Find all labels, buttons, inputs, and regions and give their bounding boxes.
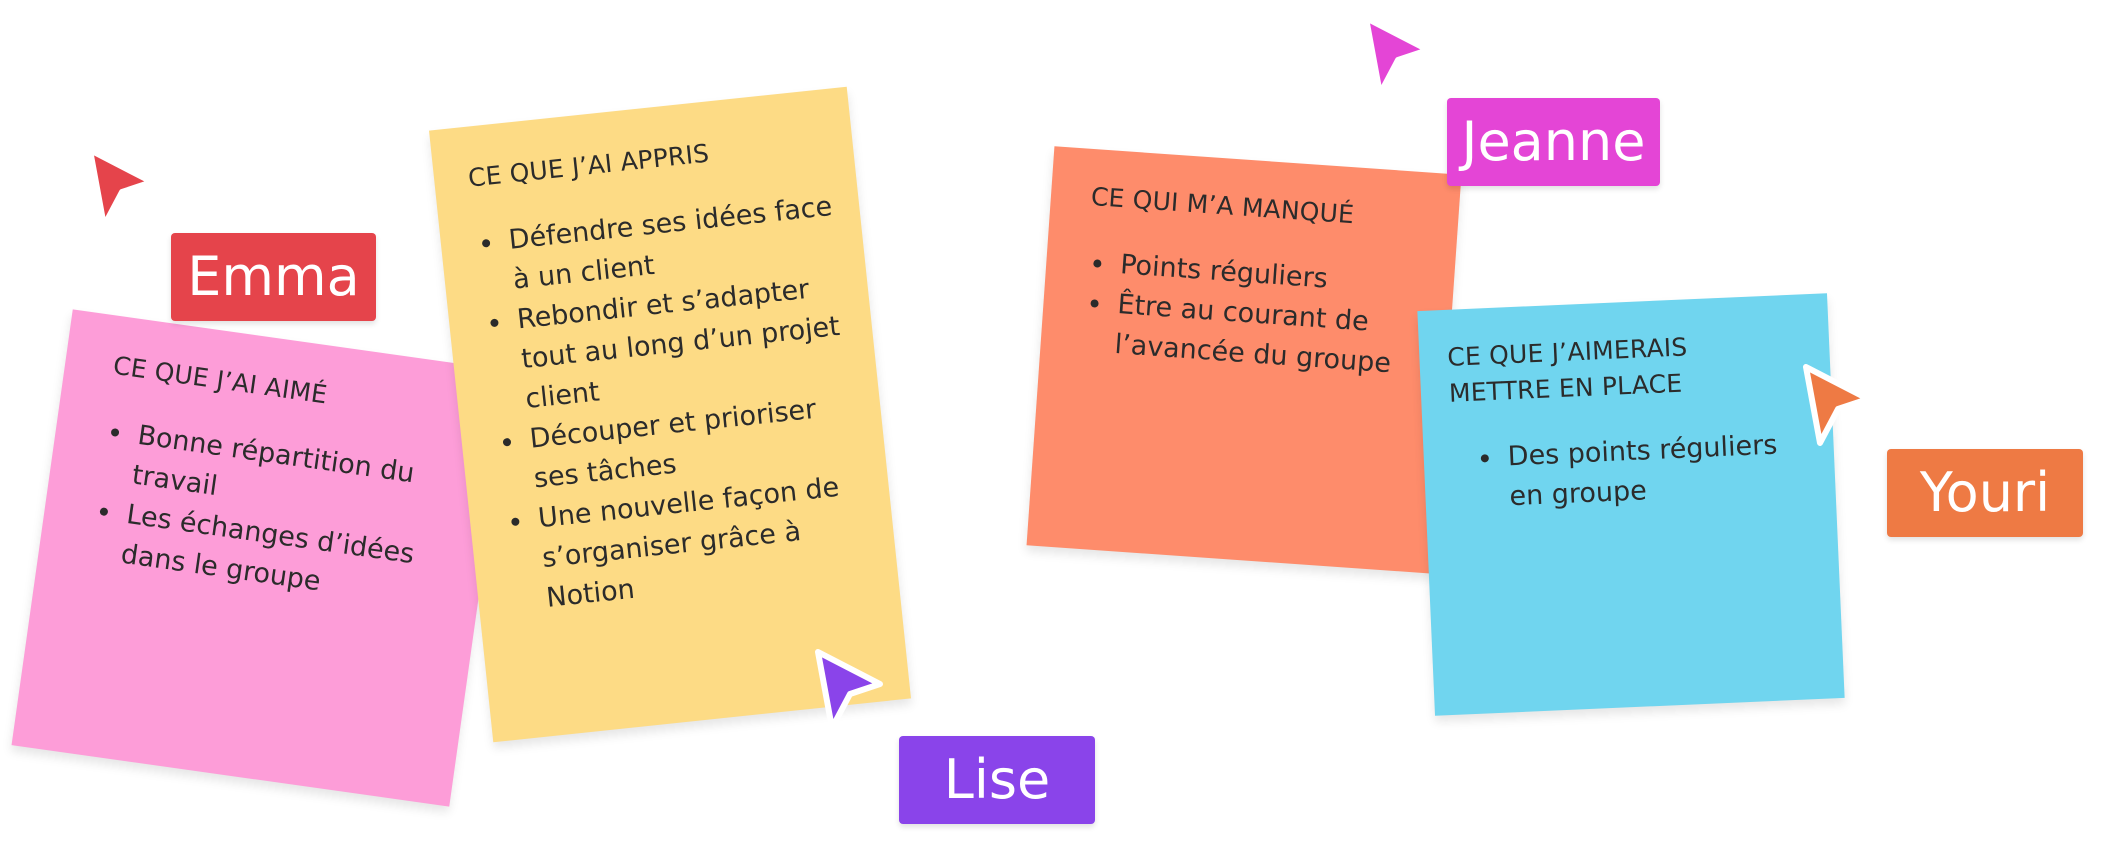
sticky-note-title: CE QUI M’A MANQUÉ — [1090, 181, 1356, 230]
pointer-cursor-icon — [1363, 15, 1431, 97]
collaborator-name-youri: Youri — [1887, 449, 2083, 537]
sticky-note-missed[interactable]: CE QUI M’A MANQUÉ Points réguliers Être … — [1026, 146, 1462, 574]
list-item: Des points réguliers en groupe — [1503, 424, 1812, 517]
collaborator-name-lise: Lise — [899, 736, 1095, 824]
sticky-note-list: Bonne répartition du travail Les échange… — [85, 411, 472, 621]
collaborator-name-jeanne: Jeanne — [1447, 98, 1660, 186]
collaborator-name-emma: Emma — [171, 233, 376, 321]
pointer-cursor-icon — [815, 649, 883, 731]
sticky-note-title: CE QUE J’AI APPRIS — [466, 138, 711, 193]
sticky-note-to-implement[interactable]: CE QUE J’AIMERAIS METTRE EN PLACE Des po… — [1417, 293, 1845, 716]
pointer-cursor-icon — [87, 147, 155, 229]
sticky-note-title: CE QUE J’AIMERAIS METTRE EN PLACE — [1446, 332, 1688, 408]
sticky-note-liked[interactable]: CE QUE J’AI AIMÉ Bonne répartition du tr… — [11, 309, 511, 807]
sticky-note-list: Des points réguliers en groupe — [1451, 424, 1812, 520]
collaborator-cursor-youri — [1796, 357, 1886, 447]
sticky-note-list: Points réguliers Être au courant de l’av… — [1079, 243, 1431, 387]
collaborator-cursor-jeanne — [1356, 8, 1446, 98]
pointer-cursor-icon — [1803, 364, 1871, 446]
collaborator-cursor-emma — [80, 140, 170, 230]
sticky-note-list: Défendre ses idées face à un client Rebo… — [473, 187, 873, 622]
collaborator-cursor-lise — [808, 642, 898, 732]
